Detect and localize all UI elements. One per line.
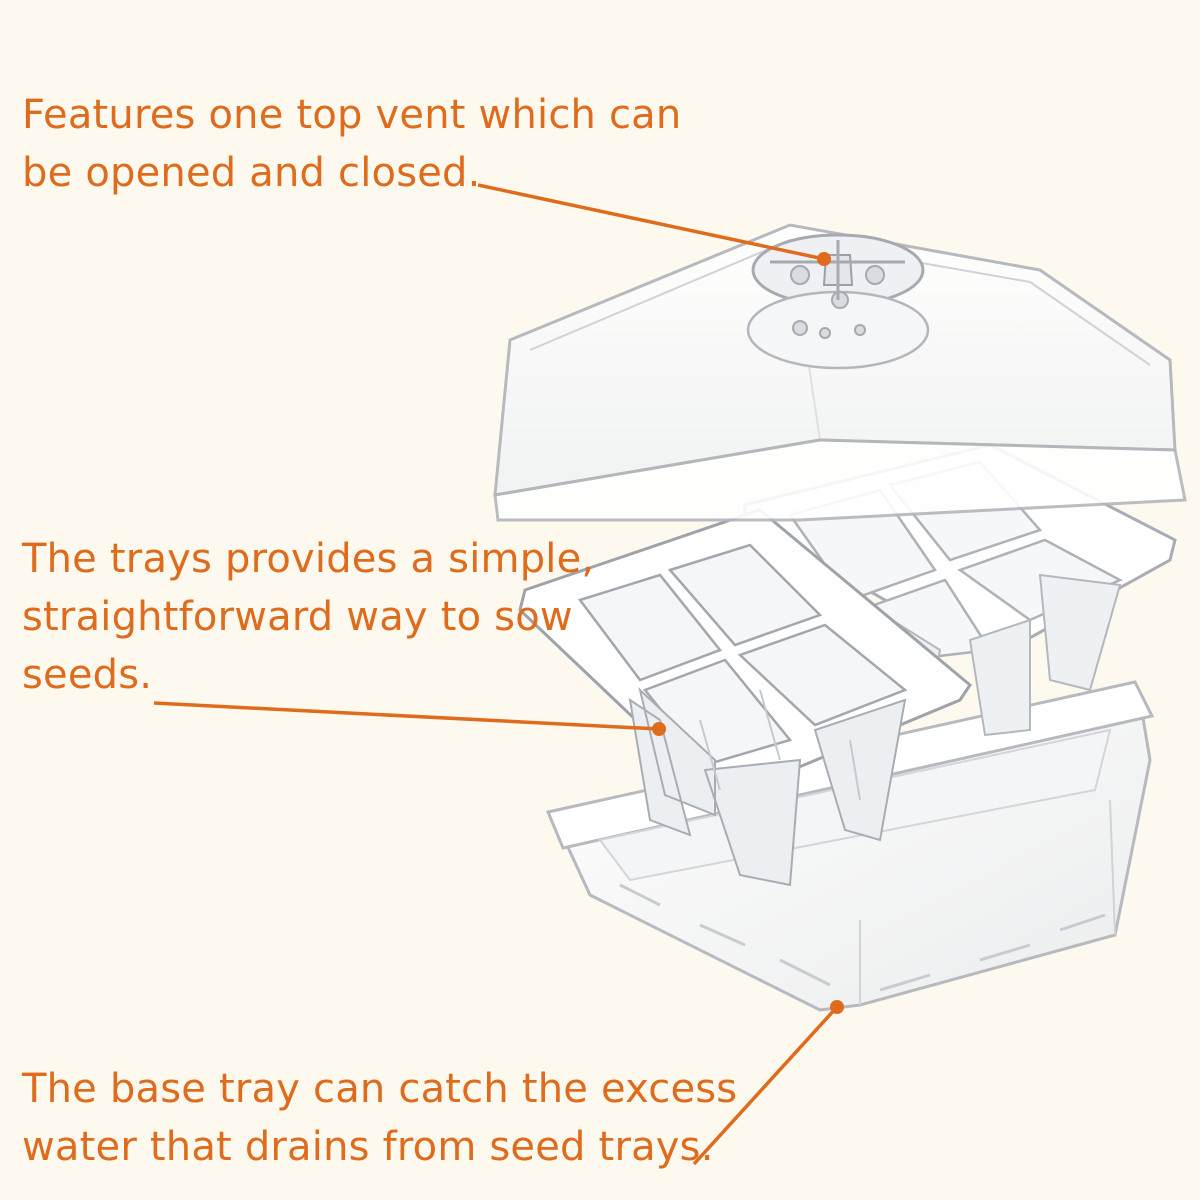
callout-line-vent — [477, 183, 825, 261]
callout-line-trays — [153, 701, 660, 731]
top-vent — [746, 233, 930, 370]
callout-trays: The trays provides a simple, straightfor… — [22, 530, 594, 704]
callout-lines — [153, 183, 844, 1166]
callout-dot-vent — [817, 252, 831, 266]
callout-base-line-1: The base tray can catch the excess — [22, 1066, 738, 1112]
callout-trays-line-3: seeds. — [22, 652, 153, 698]
callout-base: The base tray can catch the excess water… — [22, 1060, 737, 1176]
callout-vent-line-2: be opened and closed. — [22, 150, 481, 196]
callout-dot-trays — [652, 722, 666, 736]
callout-line-base — [692, 1005, 839, 1166]
callout-trays-line-1: The trays provides a simple, — [22, 536, 595, 582]
dome-flange — [493, 438, 1187, 522]
callout-trays-line-2: straightforward way to sow — [22, 594, 573, 640]
callout-dot-base — [830, 1000, 844, 1014]
callout-base-line-2: water that drains from seed trays. — [22, 1124, 714, 1170]
callout-vent: Features one top vent which can be opene… — [22, 86, 681, 202]
seed-tray-left — [518, 508, 972, 887]
callout-vent-line-1: Features one top vent which can — [22, 92, 682, 138]
